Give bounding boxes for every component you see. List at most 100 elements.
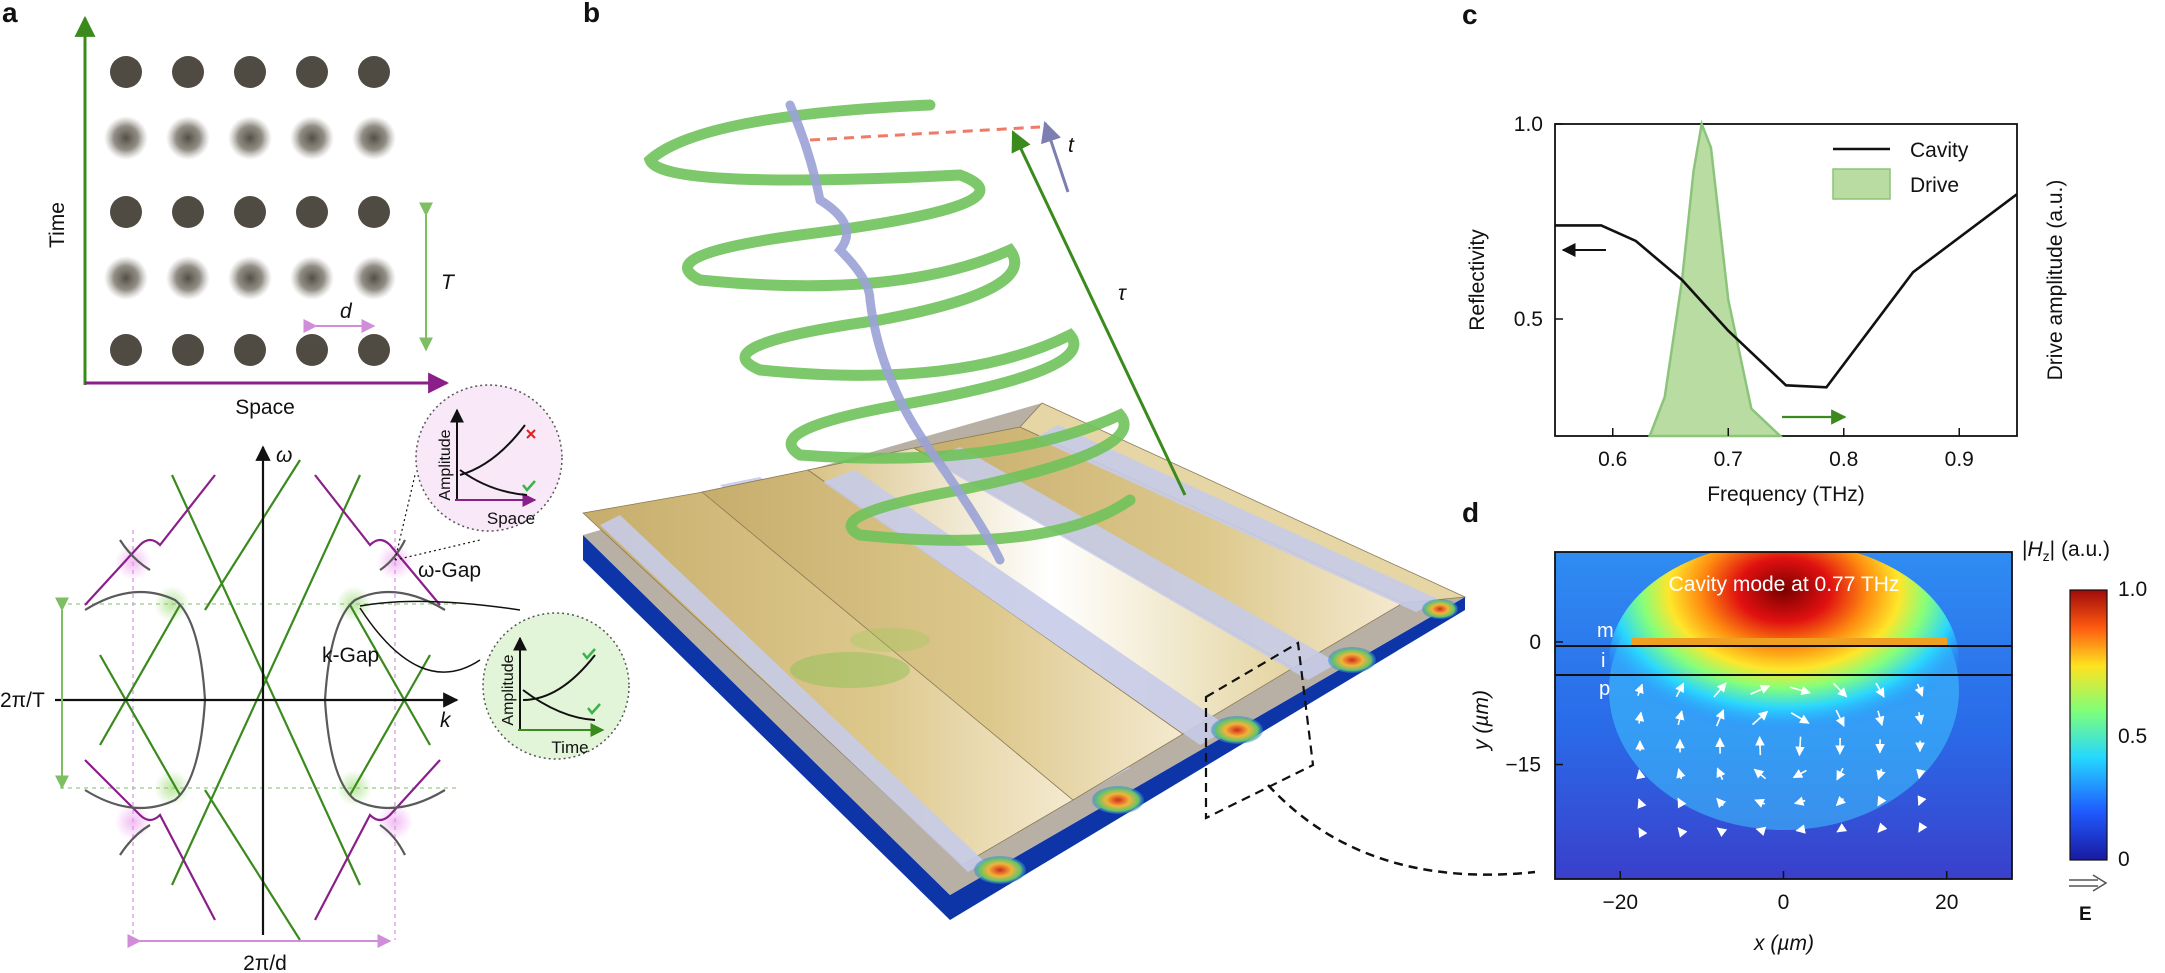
panel-label-c: c <box>1462 0 1478 30</box>
field-arrow <box>1877 822 1888 833</box>
zoom-box <box>1204 641 1315 820</box>
field-arrow <box>1875 710 1885 727</box>
field-arrow <box>1789 685 1811 696</box>
x-tick-label: 0.7 <box>1714 448 1743 471</box>
field-arrow <box>1750 684 1771 695</box>
field-arrow <box>1636 769 1646 780</box>
map-x-tick: −20 <box>1602 891 1638 914</box>
field-arrow <box>1634 711 1645 724</box>
lattice-dot <box>358 196 390 228</box>
t-arrow <box>1041 121 1070 193</box>
field-arrow <box>1755 735 1765 756</box>
tau-label: τ <box>1118 282 1127 305</box>
two-pi-d-label: 2π/d <box>243 952 287 973</box>
field-arrow <box>1877 795 1887 807</box>
field-arrow <box>1795 824 1806 834</box>
colorbar-tick-max: 1.0 <box>2118 578 2147 601</box>
omega-gap-label: ω-Gap <box>418 559 481 582</box>
field-arrow <box>1677 797 1687 809</box>
lattice-dot <box>166 116 210 160</box>
time-label: Time <box>46 202 69 248</box>
lattice-dot <box>166 256 210 300</box>
panel-label-a: a <box>2 0 18 28</box>
field-arrow <box>1918 822 1928 833</box>
field-arrow <box>1914 712 1925 725</box>
k-label: k <box>440 709 452 732</box>
inset-top-xlabel: Space <box>487 509 535 528</box>
panel-label-b: b <box>583 0 600 28</box>
map-x-label: x (µm) <box>1753 932 1814 955</box>
y-axis-label: Reflectivity <box>1466 229 1489 331</box>
lattice-dot <box>172 334 204 366</box>
field-arrows <box>1634 682 1928 838</box>
lattice-dot <box>290 116 334 160</box>
field-arrow <box>1835 795 1847 807</box>
lattice-dots <box>104 56 396 366</box>
field-arrow <box>1715 709 1725 727</box>
panel-label-d: d <box>1462 497 1479 528</box>
series-drive <box>1647 119 1784 438</box>
cavity-line <box>1555 193 2018 389</box>
slot-field-glows <box>790 599 1458 884</box>
field-arrow <box>1716 827 1728 838</box>
map-title: Cavity mode at 0.77 THz <box>1669 573 1900 596</box>
lattice-dot <box>110 334 142 366</box>
plot-frame <box>1554 123 2018 437</box>
layer-m: m <box>1597 620 1614 642</box>
legend: Cavity Drive <box>1832 139 1969 200</box>
lattice-dot <box>110 196 142 228</box>
y-tick-label: 1.0 <box>1514 113 1543 136</box>
lattice-dot <box>172 196 204 228</box>
inset-space-amplitude: Amplitude Space <box>415 384 563 532</box>
legend-drive: Drive <box>1910 174 1959 197</box>
y-tick-label: 0.5 <box>1514 308 1543 331</box>
field-arrow <box>1634 683 1644 696</box>
metal-layer <box>1632 638 1947 646</box>
field-arrow <box>1917 795 1927 806</box>
field-arrow <box>1836 823 1848 833</box>
layer-i: i <box>1601 650 1605 672</box>
two-pi-t-label: 2π/T <box>0 689 45 712</box>
field-arrow <box>1792 769 1807 779</box>
period-label: T <box>441 271 456 294</box>
field-arrow <box>1716 797 1727 809</box>
field-arrow <box>1751 710 1769 726</box>
field-arrow <box>1753 768 1767 780</box>
field-arrow <box>1876 768 1886 781</box>
lattice-dot <box>234 56 266 88</box>
map-x-tick: 20 <box>1935 891 1958 914</box>
inset-time-amplitude: Amplitude Time <box>482 612 630 760</box>
colorbar: |Hz| (a.u.) 1.0 0.5 0 E <box>2022 538 2147 925</box>
lattice-dot <box>296 334 328 366</box>
field-arrow <box>1875 682 1885 698</box>
x-tick-label: 0.6 <box>1598 448 1627 471</box>
field-arrow <box>1832 682 1848 698</box>
field-arrow <box>1755 826 1767 836</box>
colorbar-tick-mid: 0.5 <box>2118 725 2147 748</box>
x-tick-label: 0.9 <box>1945 448 1974 471</box>
lattice-dot <box>352 256 396 300</box>
field-arrow <box>1795 736 1805 757</box>
inset-bottom-xlabel: Time <box>551 738 588 757</box>
drive-area <box>1647 119 1784 438</box>
field-arrow <box>1638 827 1648 838</box>
lattice-dot <box>110 56 142 88</box>
field-arrow <box>1716 767 1726 781</box>
field-arrow <box>1914 683 1924 697</box>
y2-axis-label: Drive amplitude (a.u.) <box>2044 180 2067 381</box>
map-y-tick: 0 <box>1529 631 1541 654</box>
field-arrow <box>1713 682 1727 698</box>
map-y-label: y (µm) <box>1470 690 1493 752</box>
lattice-dot <box>358 56 390 88</box>
field-arrow <box>1836 767 1846 781</box>
field-arrow <box>1637 798 1647 809</box>
field-e-label: E <box>2079 904 2092 925</box>
x-axis-label: Frequency (THz) <box>1707 483 1865 506</box>
omega-label: ω <box>276 444 292 467</box>
field-arrow <box>1676 768 1686 780</box>
lattice-dot <box>104 116 148 160</box>
lattice-dot <box>352 116 396 160</box>
